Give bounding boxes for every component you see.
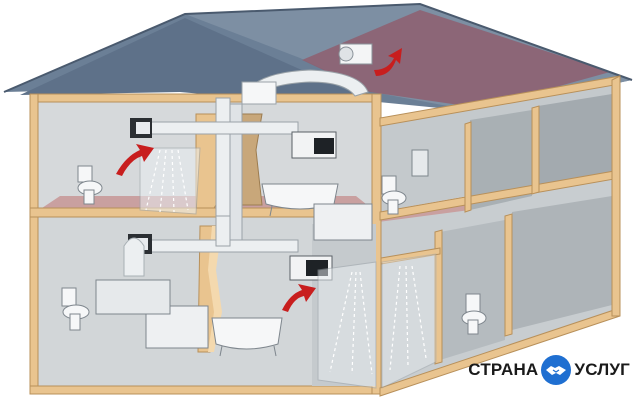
watermark-right-text: УСЛУГ: [574, 360, 630, 380]
watermark: СТРАНА УСЛУГ: [468, 355, 630, 385]
handshake-icon: [541, 355, 571, 385]
watermark-left-text: СТРАНА: [468, 360, 538, 380]
roof-exhaust-unit: [339, 44, 372, 64]
window-decoration: [124, 238, 144, 276]
